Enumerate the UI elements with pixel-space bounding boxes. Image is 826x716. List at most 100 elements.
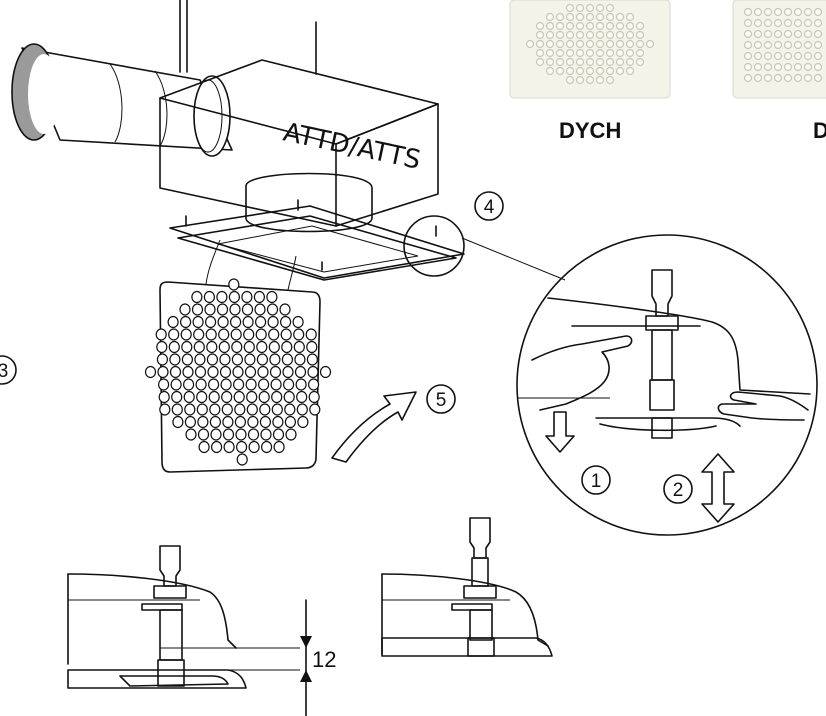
plate-hole <box>198 440 210 454</box>
plate-hole <box>185 428 197 441</box>
thumbnail-dot <box>753 51 763 61</box>
plate-hole <box>219 365 232 379</box>
thumbnail-dot <box>525 39 535 49</box>
plate-hole <box>294 353 306 366</box>
plate-hole <box>181 353 193 366</box>
thumbnail-dot <box>763 51 773 61</box>
thumbnail-dot <box>635 57 645 67</box>
thumbnail-dot <box>625 21 635 31</box>
thumbnail-dot <box>565 75 575 85</box>
thumbnail-dot <box>813 29 823 39</box>
thumbnail-dot <box>595 66 605 76</box>
plate-hole <box>319 365 332 379</box>
thumbnail-dot <box>783 73 793 83</box>
plate-hole <box>205 315 217 329</box>
thumbnail-dot <box>555 57 565 67</box>
thumbnail-dot <box>793 7 803 17</box>
plate-hole <box>247 428 260 441</box>
plate-hole <box>282 365 294 379</box>
step-5-label: 5 <box>436 390 447 411</box>
thumbnail-dot <box>743 7 753 17</box>
plate-hole <box>255 328 267 341</box>
plate-hole <box>235 428 247 441</box>
thumbnail-dot <box>645 39 655 49</box>
thumbnail-dot <box>743 18 753 28</box>
plate-hole <box>242 315 254 329</box>
thumbnail-dot <box>803 73 813 83</box>
thumbnail-dot <box>783 29 793 39</box>
thumbnail-dot <box>575 39 585 49</box>
thumbnail-dot <box>535 57 545 67</box>
thumbnail-dot <box>615 57 625 67</box>
duct-pipe <box>11 43 233 157</box>
plate-hole <box>281 353 293 366</box>
plate-hole <box>203 290 215 304</box>
thumbnail-dot <box>605 30 615 40</box>
thumbnail-dot <box>635 21 645 31</box>
plate-hole <box>269 365 282 379</box>
thumbnail-dot <box>575 48 585 58</box>
thumbnail-dot <box>763 7 773 17</box>
thumbnail-dot <box>773 7 783 17</box>
thumbnail-dot <box>625 12 635 22</box>
product-caption-dych: DYCH <box>559 118 621 143</box>
thumbnail-dot <box>565 12 575 22</box>
plate-hole <box>236 440 248 454</box>
plate-hole <box>191 303 204 316</box>
plate-hole <box>244 365 257 379</box>
plate-hole <box>233 378 245 391</box>
section-view-open: 12 <box>67 545 336 716</box>
thumbnail-dot <box>565 57 575 67</box>
thumbnail-dot <box>575 30 585 40</box>
plate-hole <box>232 365 244 379</box>
plate-hole <box>231 340 243 354</box>
plate-hole <box>228 278 240 291</box>
plate-hole <box>294 365 307 379</box>
thumbnail-dot <box>555 21 565 31</box>
plate-hole <box>159 403 171 416</box>
plate-hole <box>309 403 321 416</box>
plate-hole <box>230 315 242 329</box>
thumbnail-dot <box>545 66 555 76</box>
step-2-label: 2 <box>673 480 684 501</box>
thumbnail-dot <box>743 73 753 83</box>
plate-hole <box>156 353 168 366</box>
plate-hole <box>281 340 293 354</box>
thumbnail-dot-pattern <box>525 3 655 85</box>
plate-hole <box>270 378 282 391</box>
thumbnail-dot <box>545 57 555 67</box>
plate-hole <box>268 340 280 354</box>
step-3-label: 3 <box>0 361 8 382</box>
plate-hole <box>280 315 292 329</box>
plate-hole <box>254 303 266 316</box>
thumbnail-dot <box>753 18 763 28</box>
plate-hole <box>271 403 283 416</box>
detail-circle <box>516 234 818 536</box>
thumbnail-dot <box>585 12 595 22</box>
spigot-and-frame <box>169 172 465 281</box>
thumbnail-dot <box>793 73 803 83</box>
plate-hole <box>171 390 183 404</box>
plate-hole <box>221 390 233 404</box>
thumbnail-dot <box>625 57 635 67</box>
thumbnail-dot <box>555 39 565 49</box>
thumbnail-dot <box>605 48 615 58</box>
plate-hole <box>266 290 278 304</box>
plate-hole <box>261 440 273 454</box>
plate-hole <box>259 403 271 416</box>
plate-hole <box>296 390 308 404</box>
thumbnail-dot <box>793 29 803 39</box>
thumbnail-dot <box>575 12 585 22</box>
plate-hole <box>196 403 208 416</box>
thumbnail-dot <box>625 66 635 76</box>
plate-hole <box>295 378 307 391</box>
thumbnail-dot <box>813 40 823 50</box>
plate-hole <box>259 415 271 429</box>
step-1-label: 1 <box>591 471 602 492</box>
thumbnail-dot <box>763 73 773 83</box>
thumbnail-dot <box>575 57 585 67</box>
plate-hole <box>241 290 253 304</box>
step-1-badge <box>581 465 611 495</box>
plate-hole <box>205 328 217 341</box>
plate-hole <box>234 403 246 416</box>
